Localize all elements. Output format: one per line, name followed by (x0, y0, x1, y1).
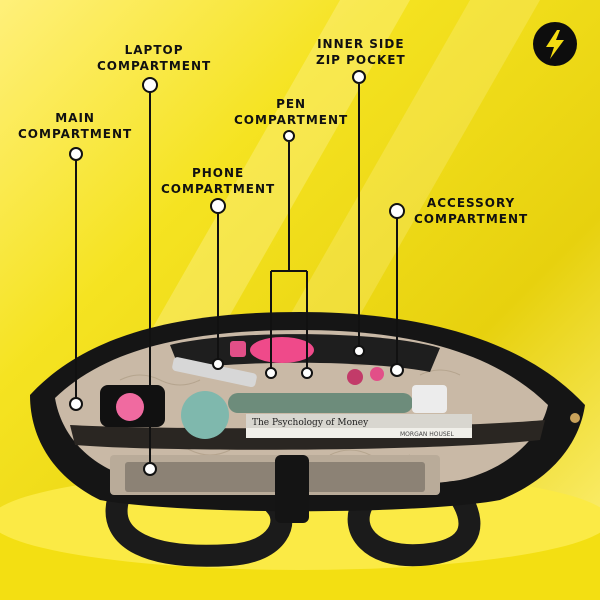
bag-handle (347, 489, 481, 567)
callout-markers (69, 70, 405, 476)
label-inner-line1: INNER SIDE (317, 37, 405, 51)
book-author-text: MORGAN HOUSEL (400, 431, 454, 438)
phone (172, 357, 257, 388)
book-pages (246, 428, 472, 438)
label-laptop-line2: COMPARTMENT (97, 59, 212, 73)
pink-case (250, 337, 314, 363)
book-psychology (246, 414, 472, 428)
leader-lines (75, 84, 398, 462)
label-main-line1: MAIN (55, 111, 95, 125)
label-phone-line2: COMPARTMENT (161, 182, 276, 196)
pouch (412, 385, 447, 413)
zipper-pull (570, 413, 580, 423)
bag-handle (105, 489, 293, 567)
label-accessory-line2: COMPARTMENT (414, 212, 529, 226)
brand-logo (533, 22, 577, 66)
label-pen-line2: COMPARTMENT (234, 113, 349, 127)
label-phone-compartment: PHONE COMPARTMENT (161, 165, 275, 197)
label-accessory-compartment: ACCESSORY COMPARTMENT (414, 195, 528, 227)
label-main-line2: COMPARTMENT (18, 127, 133, 141)
hairbrush-bristles (116, 393, 144, 421)
lip-balm (370, 367, 384, 381)
label-laptop-line1: LAPTOP (124, 43, 184, 57)
label-inner-line2: ZIP POCKET (316, 53, 406, 67)
label-main-compartment: MAIN COMPARTMENT (18, 110, 132, 142)
perfume-cap (347, 369, 363, 385)
pom-pom (181, 391, 229, 439)
label-laptop-compartment: LAPTOP COMPARTMENT (97, 42, 211, 74)
lipstick (230, 341, 246, 357)
label-accessory-line1: ACCESSORY (426, 196, 516, 210)
label-pen-compartment: PEN COMPARTMENT (234, 96, 348, 128)
label-phone-line1: PHONE (191, 166, 245, 180)
book-title-text: The Psychology of Money (252, 418, 369, 428)
bg-streak (100, 0, 410, 420)
glasses-case (228, 393, 413, 413)
label-pen-line1: PEN (276, 97, 307, 111)
lightning-bolt-icon (546, 30, 564, 59)
inner-strap (275, 455, 309, 523)
label-inner-side-zip-pocket: INNER SIDE ZIP POCKET (316, 36, 406, 68)
